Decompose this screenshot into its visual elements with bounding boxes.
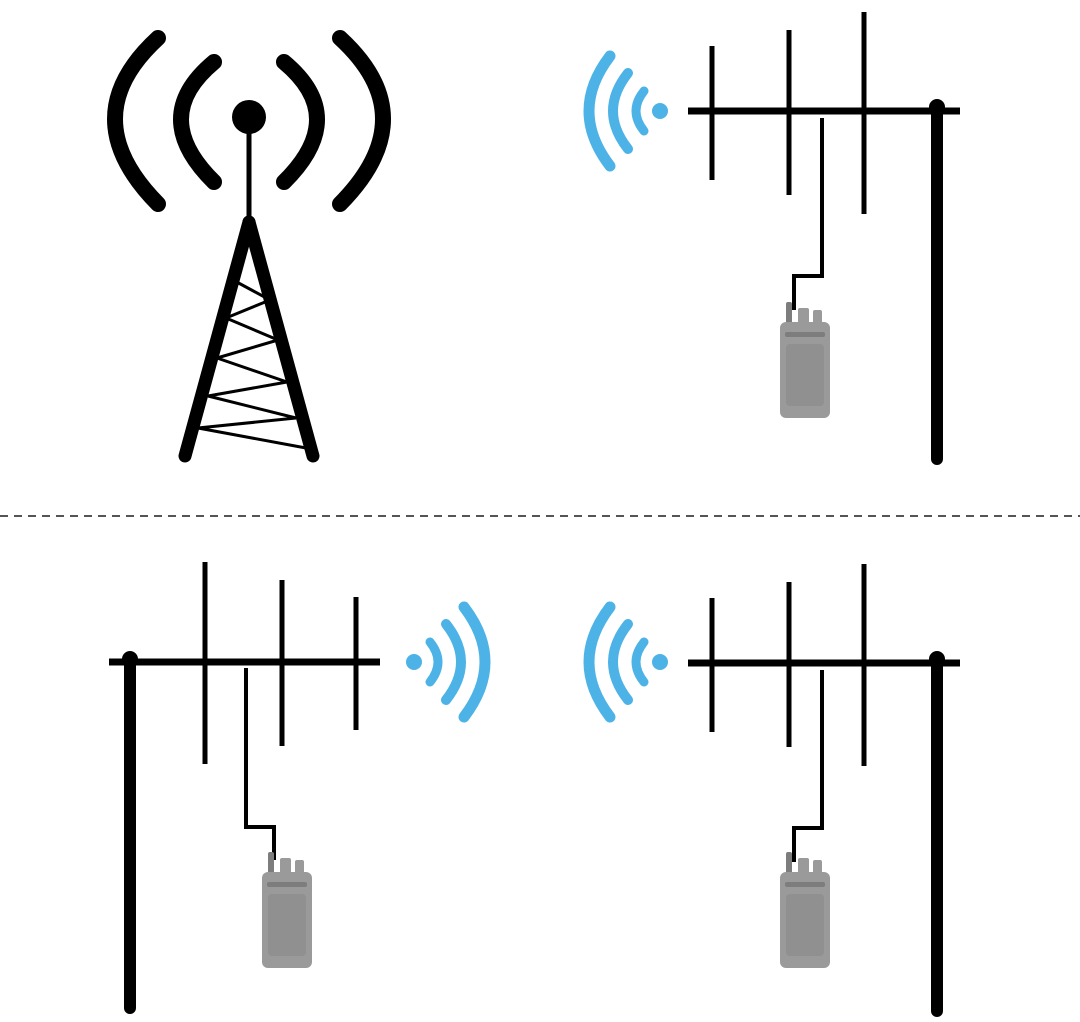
- tower-beacon: [232, 100, 266, 134]
- tower-lattice: [197, 278, 307, 450]
- wave-right-inner: [276, 54, 325, 190]
- broadcast-waves-icon: [107, 30, 391, 212]
- cell-tower-icon: [107, 30, 391, 463]
- tower-left-leg: [178, 215, 256, 463]
- wave-left-inner: [173, 54, 222, 190]
- tower-right-leg: [242, 215, 320, 463]
- wave-right-outer: [332, 30, 391, 212]
- scene-top: [107, 12, 960, 463]
- wave-left-outer: [107, 30, 166, 212]
